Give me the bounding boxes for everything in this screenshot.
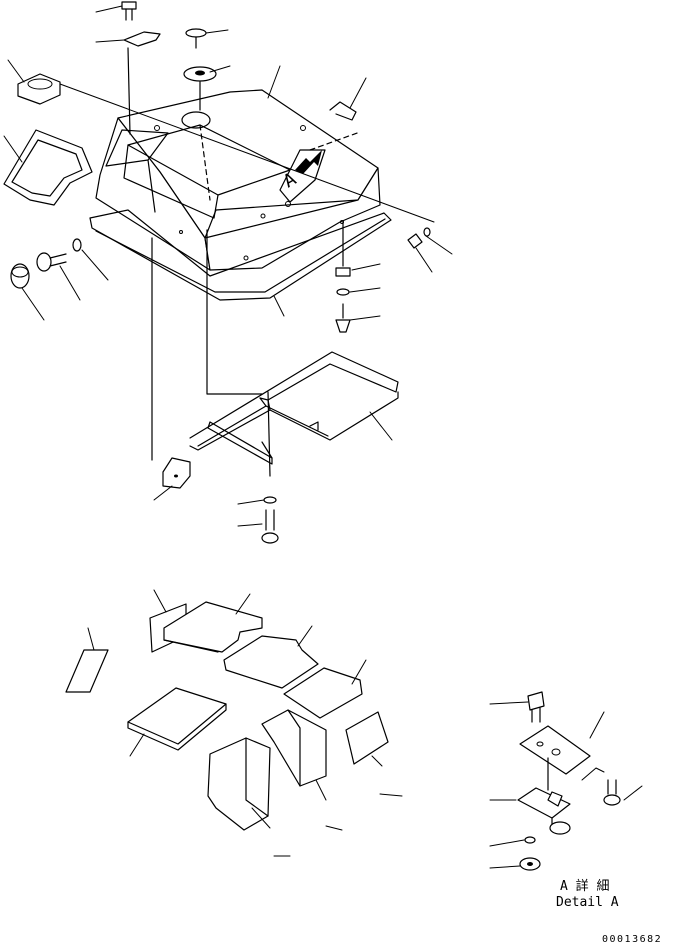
insulation-pad-6 bbox=[127, 687, 227, 751]
handle-bracket bbox=[123, 31, 161, 135]
insulation-pad-2 bbox=[163, 601, 263, 653]
insulation-pad-4 bbox=[283, 667, 363, 719]
insulation-pad-9 bbox=[345, 711, 389, 765]
insulation-pad-3 bbox=[223, 635, 319, 689]
drawing-number: 00013682 bbox=[602, 934, 662, 943]
square-nut bbox=[17, 73, 61, 105]
bolt-lower bbox=[261, 509, 279, 544]
rubber-cap bbox=[185, 28, 207, 49]
tapping-screw bbox=[335, 303, 351, 333]
clip-nut bbox=[407, 227, 431, 249]
insulation-pad-7 bbox=[207, 737, 271, 831]
mounting-bracket bbox=[162, 457, 191, 489]
grommet bbox=[183, 66, 217, 111]
detail-bolt-side bbox=[603, 779, 621, 806]
detail-washer bbox=[519, 836, 541, 871]
hood-seal bbox=[89, 209, 392, 301]
detail-nut bbox=[547, 791, 563, 807]
detail-bolt bbox=[527, 691, 545, 723]
rubber-cushion bbox=[10, 263, 30, 289]
washer bbox=[336, 288, 350, 296]
detail-title-jp: A 詳 細 bbox=[560, 878, 609, 894]
bolt-with-washer bbox=[36, 252, 67, 272]
detail-plate bbox=[519, 725, 591, 775]
support-frame bbox=[189, 351, 399, 465]
detail-title-en: Detail A bbox=[556, 895, 619, 910]
insulation-pad-8 bbox=[261, 709, 327, 787]
leader-lines-upper bbox=[3, 5, 453, 527]
leader-lines-lower bbox=[87, 589, 403, 857]
bolt bbox=[121, 1, 137, 21]
leader-lines-detail bbox=[489, 701, 643, 869]
flat-washer bbox=[72, 238, 82, 252]
washer-lower bbox=[263, 496, 277, 504]
insulation-pad-5 bbox=[65, 649, 109, 693]
latch-hook bbox=[329, 101, 357, 121]
spacer-block bbox=[335, 267, 351, 277]
detail-bracket bbox=[517, 787, 571, 835]
seal-gasket bbox=[3, 129, 93, 206]
engine-hood bbox=[95, 89, 381, 271]
